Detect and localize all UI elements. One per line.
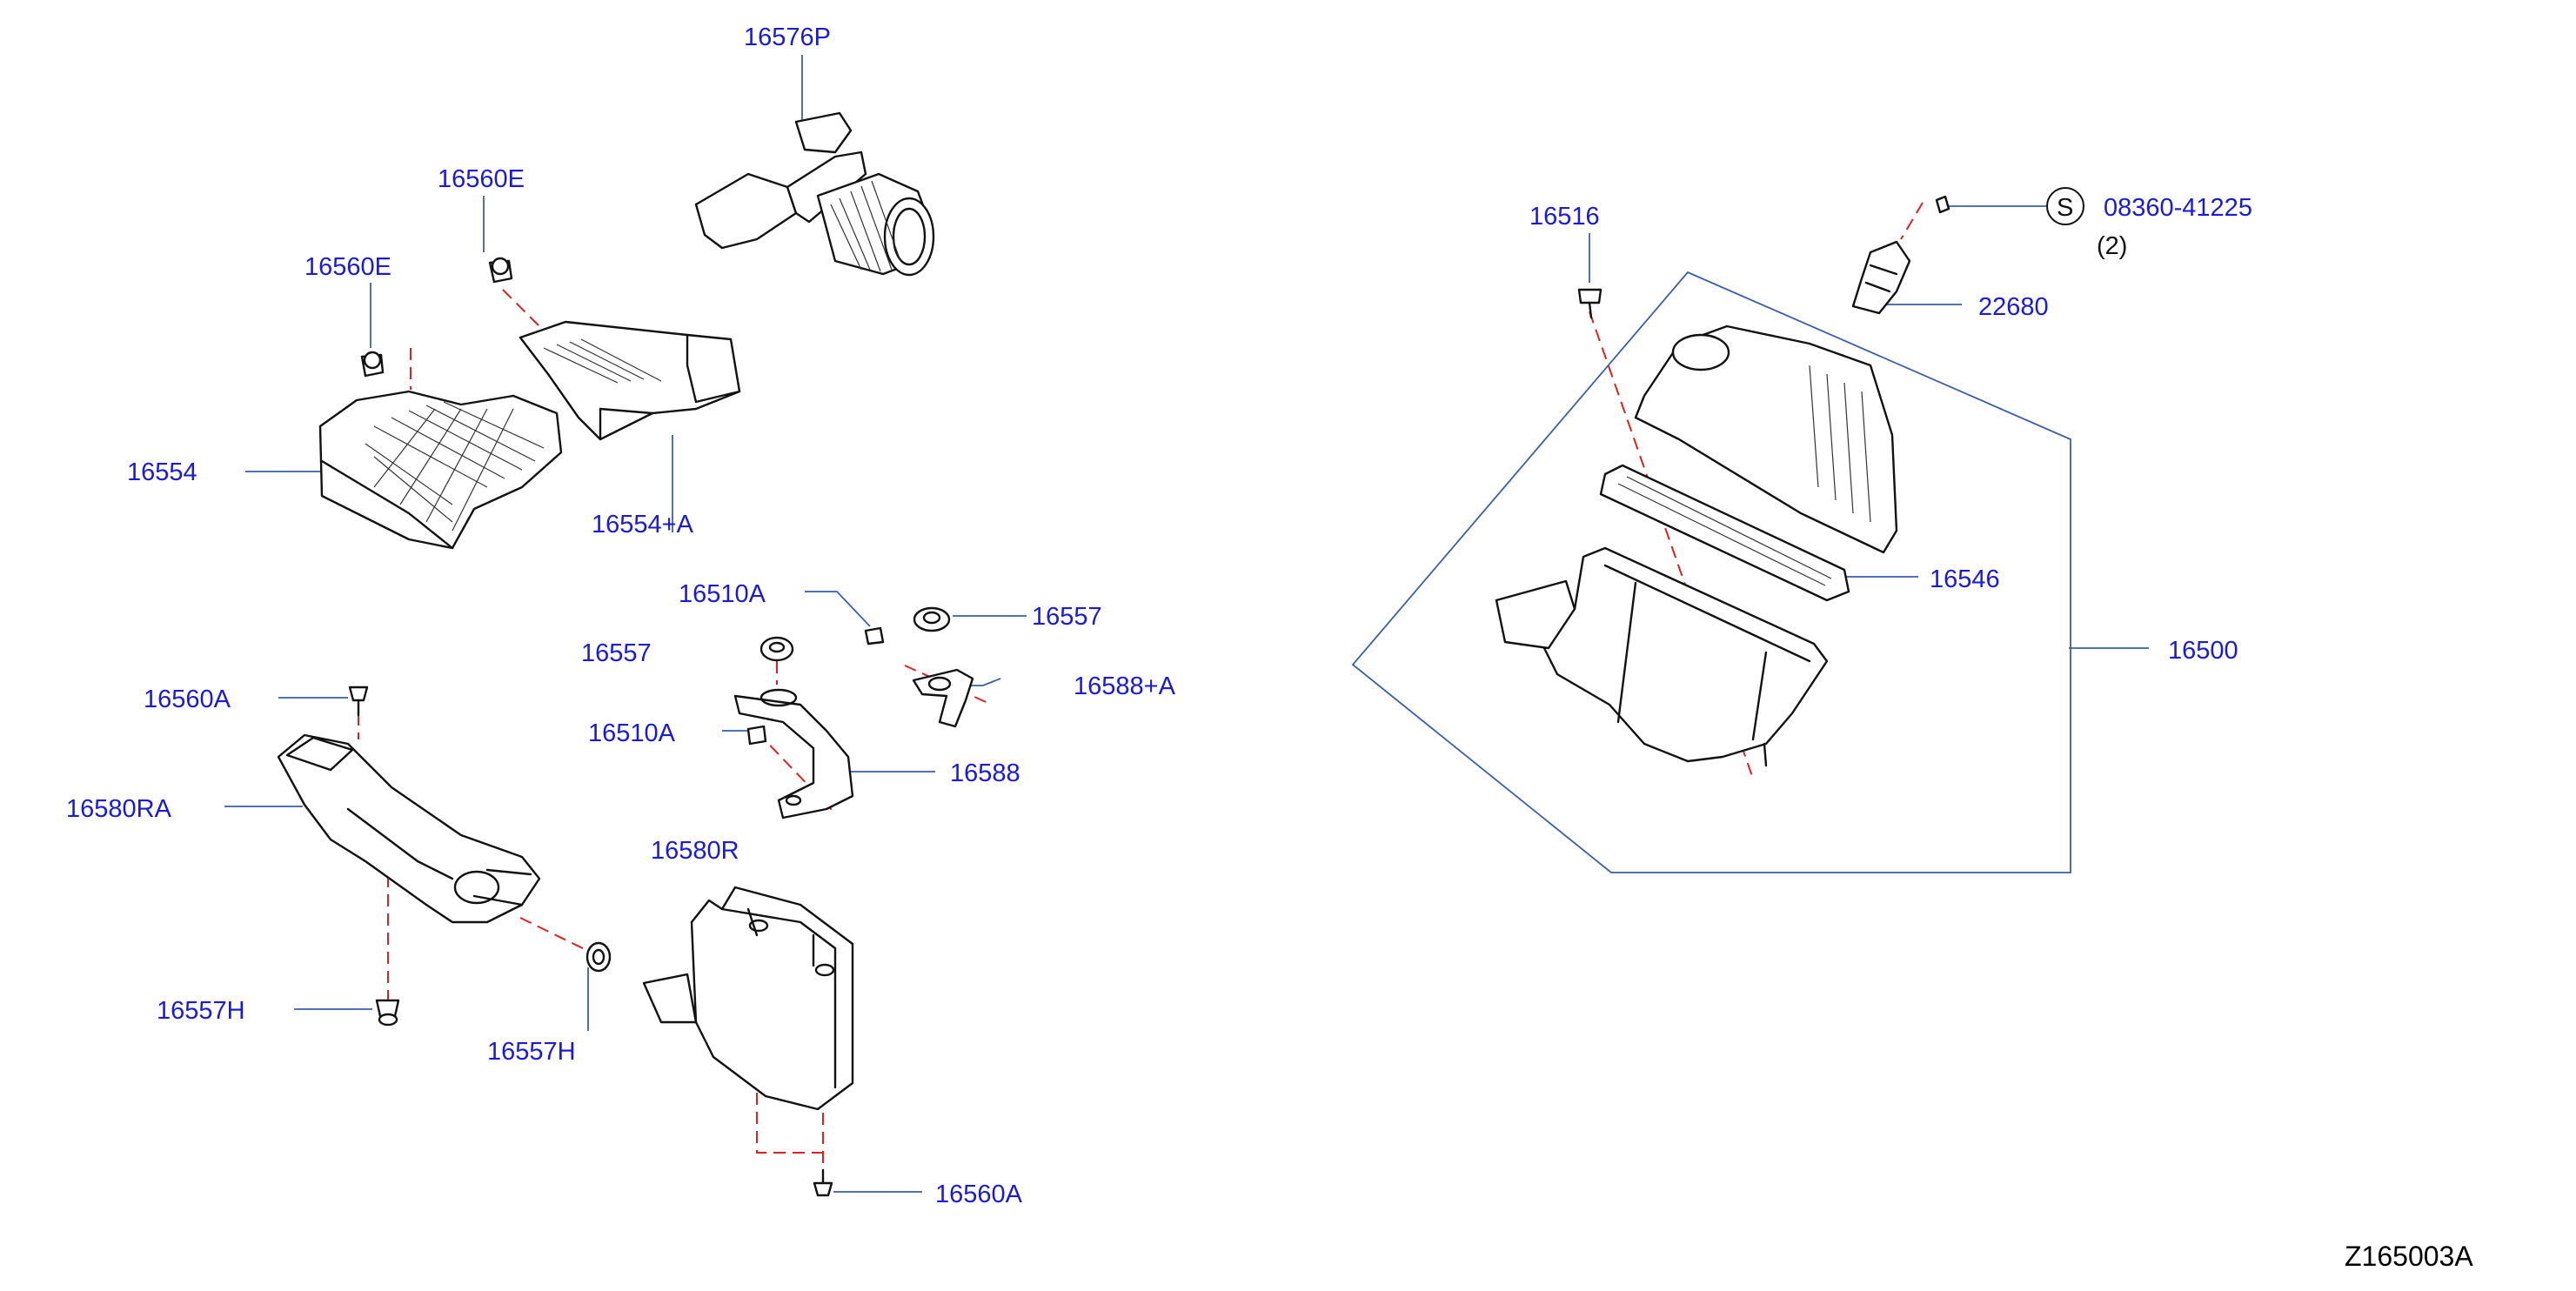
part-label-22680[interactable]: 22680 bbox=[1978, 293, 2049, 321]
part-label-16554A[interactable]: 16554+A bbox=[592, 511, 694, 538]
filter-element-icon bbox=[1599, 464, 1850, 602]
part-quantity: (2) bbox=[2097, 232, 2127, 260]
leader-lines bbox=[224, 55, 2149, 1193]
resonator-box-icon bbox=[642, 886, 854, 1111]
part-label-16554[interactable]: 16554 bbox=[127, 458, 197, 486]
air-duct-hose-icon bbox=[694, 111, 935, 277]
part-label-16580RA[interactable]: 16580RA bbox=[66, 795, 172, 823]
part-label-16557-right[interactable]: 16557 bbox=[1032, 603, 1102, 631]
bolt-icon bbox=[864, 626, 885, 646]
bracket-icon bbox=[733, 688, 854, 819]
part-label-16560A-bottom[interactable]: 16560A bbox=[935, 1181, 1023, 1208]
air-inlet-duct-icon bbox=[277, 733, 541, 924]
part-label-16557-left[interactable]: 16557 bbox=[581, 639, 652, 667]
part-label-16510A-top[interactable]: 16510A bbox=[679, 580, 766, 608]
part-label-16510A-left[interactable]: 16510A bbox=[588, 719, 676, 747]
part-label-16500[interactable]: 16500 bbox=[2168, 637, 2238, 665]
part-label-16516[interactable]: 16516 bbox=[1529, 203, 1600, 231]
bolt-icon bbox=[746, 725, 767, 746]
part-labels: 16576P 16560E 16560E 16554 16554+A 16510… bbox=[66, 23, 2473, 1272]
bracket-icon bbox=[912, 668, 974, 728]
air-flow-meter-icon bbox=[1851, 240, 1911, 315]
clip-icon bbox=[360, 351, 385, 378]
air-cleaner-assembly-outline bbox=[1351, 271, 2071, 873]
grommet-icon bbox=[585, 941, 612, 973]
air-cleaner-case-icon bbox=[1495, 546, 1829, 767]
part-label-16560A-top[interactable]: 16560A bbox=[144, 686, 231, 713]
standard-part-symbol-letter: S bbox=[2057, 194, 2073, 222]
bolt-icon bbox=[813, 1168, 833, 1197]
part-label-16560E-top[interactable]: 16560E bbox=[438, 165, 525, 193]
part-label-16588[interactable]: 16588 bbox=[950, 759, 1020, 787]
part-label-16580R[interactable]: 16580R bbox=[651, 837, 739, 865]
air-duct-icon bbox=[519, 320, 741, 441]
part-label-16546[interactable]: 16546 bbox=[1930, 565, 2000, 593]
part-label-16557H-mid[interactable]: 16557H bbox=[487, 1038, 576, 1066]
standard-part-symbol-icon bbox=[2046, 187, 2084, 225]
part-label-16576P[interactable]: 16576P bbox=[744, 23, 831, 51]
bolt-icon bbox=[348, 686, 369, 717]
grommet-icon bbox=[759, 636, 794, 662]
diagram-code: Z165003A bbox=[2345, 1241, 2473, 1272]
part-label-16588A[interactable]: 16588+A bbox=[1074, 672, 1176, 700]
bolt-icon bbox=[1577, 288, 1602, 319]
grommet-icon bbox=[375, 999, 400, 1027]
resonator-icon bbox=[318, 390, 563, 550]
screw-icon bbox=[1935, 195, 1950, 214]
part-label-08360-41225[interactable]: 08360-41225 bbox=[2104, 194, 2252, 222]
part-label-16560E-left[interactable]: 16560E bbox=[304, 253, 391, 281]
grommet-icon bbox=[913, 606, 951, 632]
part-label-16557H-left[interactable]: 16557H bbox=[157, 997, 245, 1025]
clip-icon bbox=[488, 257, 513, 284]
air-cleaner-cover-icon bbox=[1634, 324, 1898, 554]
